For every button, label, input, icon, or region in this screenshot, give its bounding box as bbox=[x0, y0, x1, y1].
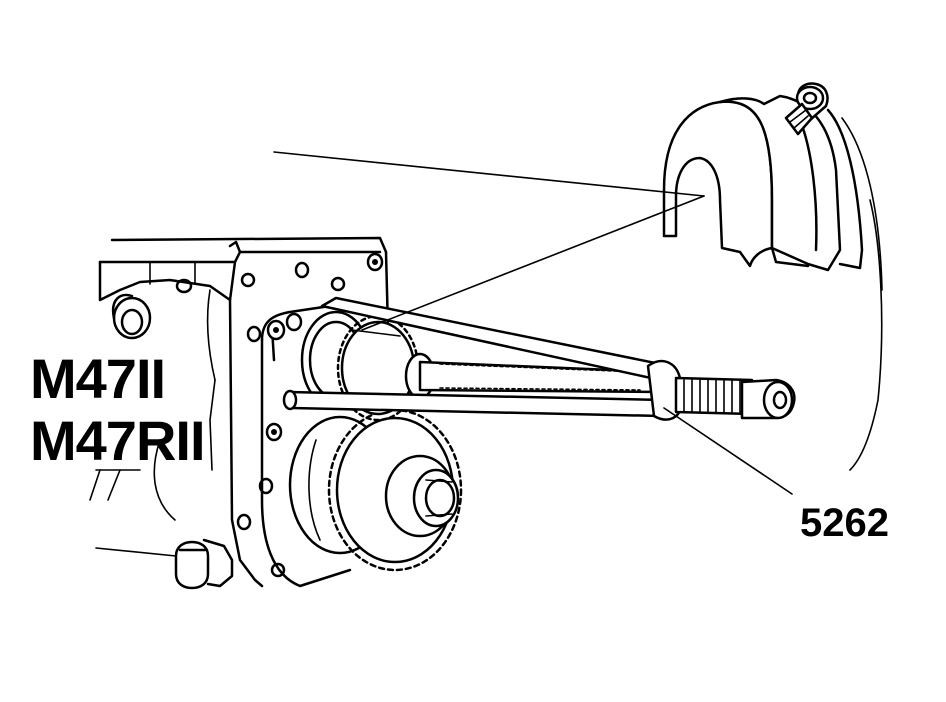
model-label-m47rii: M47RII bbox=[30, 409, 205, 472]
tool-number-label: 5262 bbox=[800, 501, 889, 545]
leader-lines bbox=[273, 151, 793, 495]
countershaft-gear bbox=[288, 408, 463, 572]
model-label-m47ii: M47II bbox=[30, 347, 165, 410]
puller-tool-5262 bbox=[282, 296, 796, 421]
gearbox-housing bbox=[89, 236, 390, 590]
thrust-piece-insert bbox=[662, 82, 883, 471]
